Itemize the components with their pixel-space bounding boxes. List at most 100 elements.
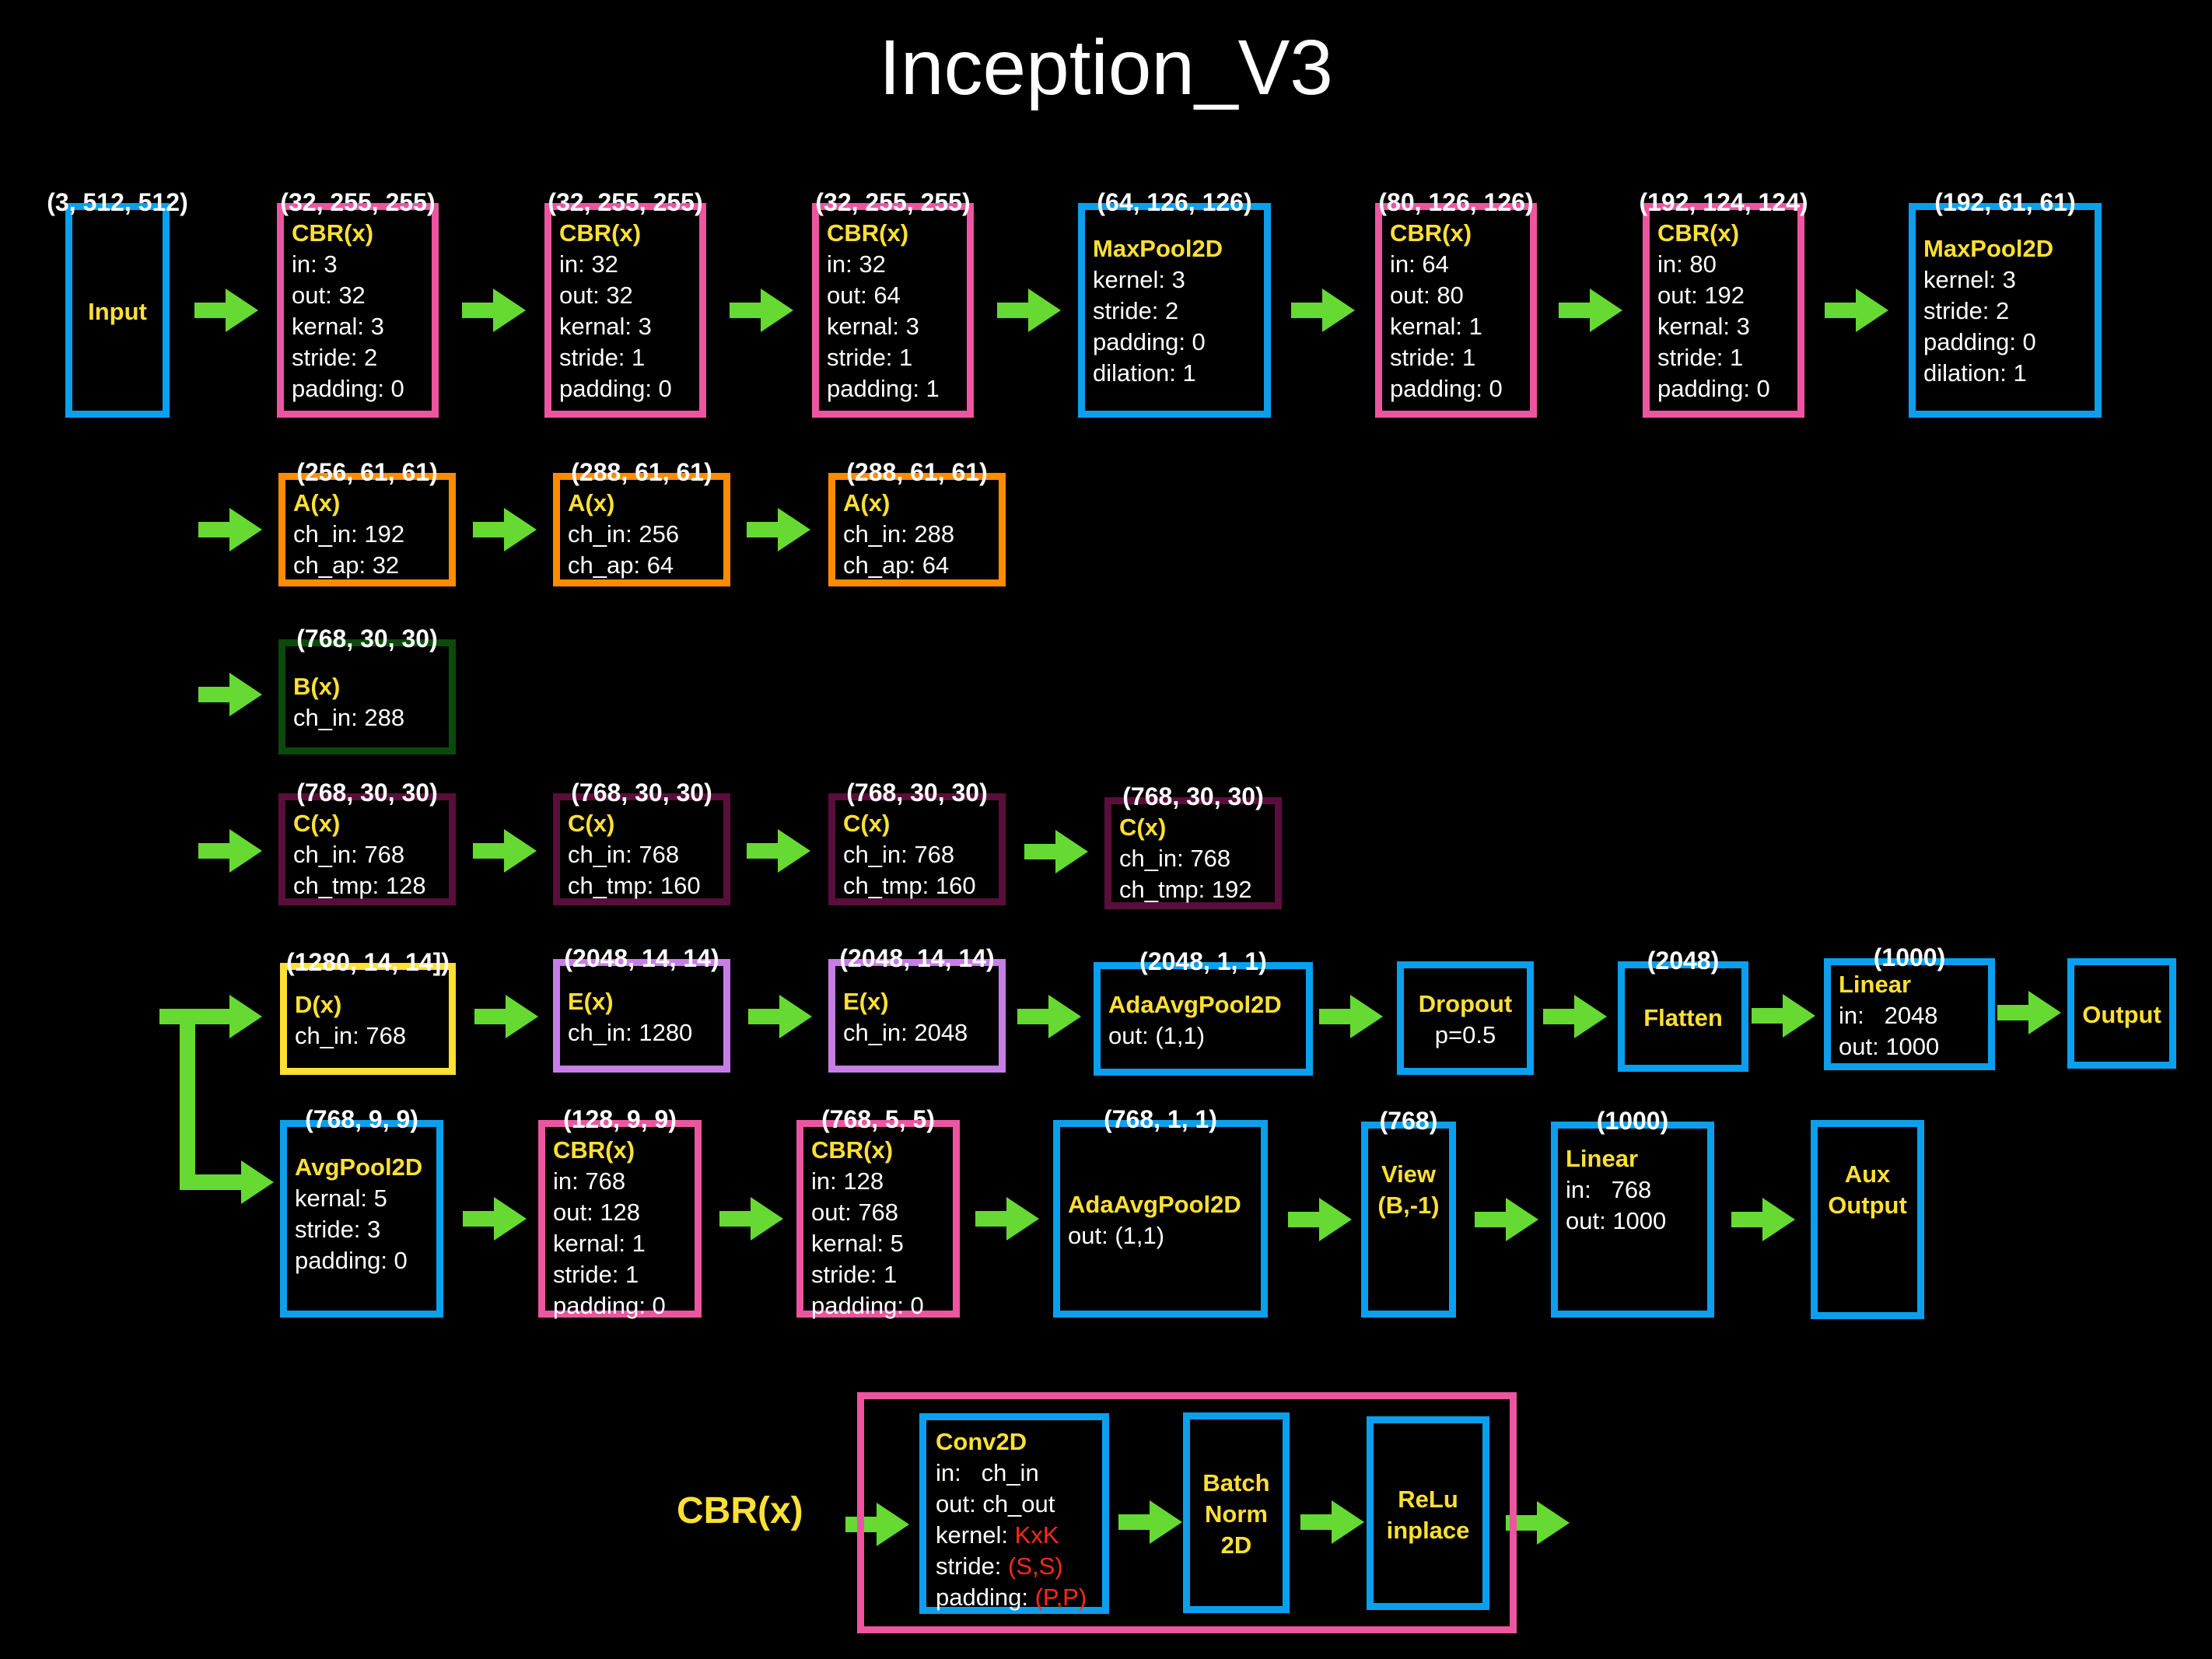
flow-arrow	[1017, 995, 1081, 1038]
block-title: E(x)	[568, 988, 614, 1015]
block-param: kernal: 3	[559, 313, 652, 340]
block-dims: (32, 255, 255)	[280, 188, 436, 216]
block-title-line2: (B,-1)	[1377, 1192, 1440, 1219]
block-dims: (768, 30, 30)	[296, 625, 438, 653]
legend-relu-box: ReLu inplace	[1367, 1416, 1489, 1610]
block-title: C(x)	[843, 810, 891, 837]
block-dims: (768)	[1379, 1107, 1438, 1135]
block-dims: (64, 126, 126)	[1097, 188, 1252, 216]
flow-arrow	[1506, 1501, 1570, 1545]
block-param: kernal: 5	[295, 1185, 387, 1212]
block-content: Input	[74, 218, 161, 406]
legend-batchnorm-line1: Batch	[1202, 1469, 1270, 1496]
block-param: out: 1000	[1839, 1033, 1940, 1060]
block-dims: (2048, 14, 14)	[839, 944, 995, 972]
flow-arrow	[997, 289, 1061, 332]
block-dims: (768, 30, 30)	[571, 779, 712, 807]
block-param: ch_in: 768	[293, 841, 405, 868]
block-dims: (2048, 14, 14)	[564, 944, 719, 972]
block-param: padding: 0	[559, 375, 672, 402]
block-param: ch_ap: 64	[843, 551, 950, 579]
block-e2: E(x)ch_in: 2048	[828, 959, 1006, 1073]
block-param: stride: 1	[827, 344, 913, 371]
block-dims: (3, 512, 512)	[47, 188, 188, 216]
block-param: kernel: 3	[1093, 266, 1185, 293]
block-dims: (1000)	[1596, 1107, 1669, 1135]
flow-arrow	[194, 289, 258, 332]
legend-stride-label: stride:	[936, 1552, 1009, 1580]
block-title: CBR(x)	[1390, 219, 1472, 247]
block-content: View(B,-1)	[1370, 1105, 1447, 1275]
block-param: ch_ap: 32	[293, 551, 400, 579]
block-content: E(x)ch_in: 2048	[843, 974, 996, 1061]
block-title: MaxPool2D	[1923, 235, 2054, 262]
block-param: ch_tmp: 192	[1119, 876, 1252, 903]
legend-label: CBR(x)	[677, 1490, 803, 1531]
block-param: in: 80	[1657, 250, 1717, 278]
block-dims: (2048)	[1647, 947, 1720, 975]
block-param: in: 768	[1566, 1176, 1652, 1203]
block-param: kernal: 3	[1657, 313, 1750, 340]
flow-arrow	[473, 508, 537, 551]
block-param: out: 64	[827, 282, 901, 309]
block-title: Linear	[1839, 971, 1912, 998]
legend-conv2d-kernel: kernel: KxK	[936, 1520, 1099, 1551]
block-title-line2: Output	[1828, 1192, 1907, 1219]
legend-padding-value: (P,P)	[1034, 1584, 1087, 1611]
block-title: CBR(x)	[292, 219, 374, 247]
block-content: Output	[2076, 973, 2168, 1057]
block-param: stride: 2	[1093, 297, 1179, 324]
flow-arrow	[1118, 1500, 1182, 1544]
block-flatten: Flatten	[1618, 961, 1748, 1072]
block-param: padding: 0	[553, 1292, 666, 1319]
block-param: padding: 0	[1093, 328, 1206, 355]
block-param: padding: 0	[1923, 328, 2036, 355]
block-content: E(x)ch_in: 1280	[568, 974, 720, 1061]
flow-arrow	[1288, 1198, 1352, 1241]
legend-batchnorm-line2: Norm	[1205, 1500, 1268, 1528]
block-title: Input	[88, 298, 147, 325]
block-param: padding: 0	[295, 1247, 408, 1274]
block-dims: (768, 30, 30)	[296, 779, 438, 807]
flow-arrow	[1543, 995, 1607, 1038]
block-param: out: 32	[292, 282, 366, 309]
block-dims: (128, 9, 9)	[563, 1105, 677, 1133]
block-param: kernal: 3	[292, 313, 384, 340]
block-e1: E(x)ch_in: 1280	[553, 959, 730, 1073]
block-title: Output	[2082, 1001, 2161, 1028]
flow-arrow	[198, 995, 262, 1038]
flow-arrow	[730, 289, 793, 332]
block-content: Flatten	[1626, 976, 1740, 1060]
flow-arrow	[1475, 1198, 1538, 1241]
block-param: ch_in: 288	[843, 520, 955, 548]
legend-conv2d-title: Conv2D	[936, 1428, 1027, 1455]
block-param: ch_in: 768	[843, 841, 955, 868]
legend-batchnorm-box: Batch Norm 2D	[1183, 1412, 1290, 1613]
block-dims: (768, 9, 9)	[305, 1105, 418, 1133]
block-param: padding: 0	[1657, 375, 1770, 402]
block-dims: (80, 126, 126)	[1378, 188, 1534, 216]
block-dims: (768, 5, 5)	[821, 1105, 935, 1133]
block-param: stride: 1	[1390, 344, 1476, 371]
flow-arrow	[1825, 289, 1888, 332]
block-param: padding: 0	[811, 1292, 924, 1319]
block-title: C(x)	[568, 810, 615, 837]
legend-conv2d-box: Conv2D in: ch_in out: ch_out kernel: KxK…	[919, 1413, 1109, 1614]
flow-arrow	[474, 995, 538, 1038]
